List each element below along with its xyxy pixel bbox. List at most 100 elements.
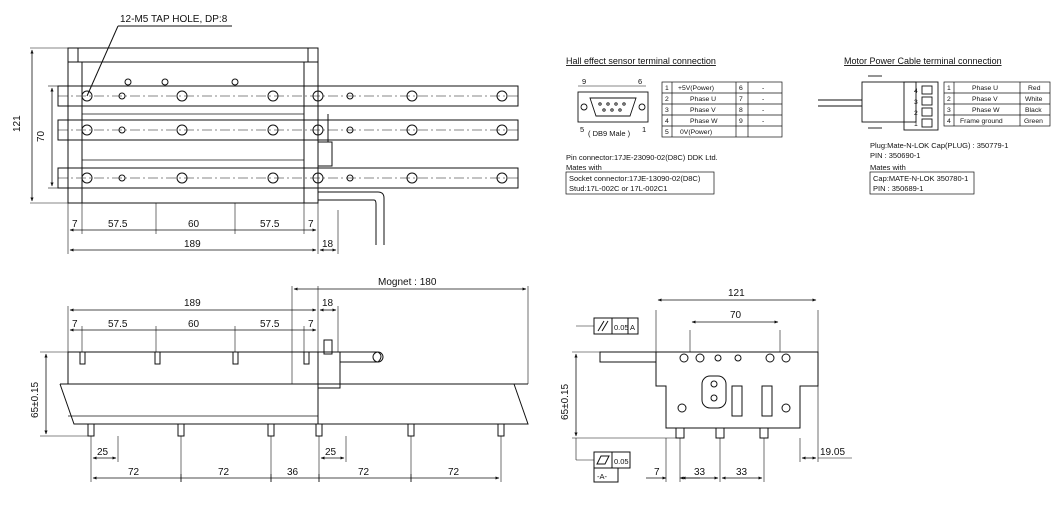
- end-dim-7: 7: [654, 467, 660, 478]
- side-dim-57-5-right: 57.5: [260, 319, 280, 330]
- side-pins: [79, 351, 310, 365]
- db9-pin-9: 9: [582, 77, 586, 86]
- side-dim-7-right: 7: [308, 319, 314, 330]
- motor-r3-c2: Phase W: [972, 107, 1000, 114]
- hall-r2-c2: Phase U: [690, 96, 716, 103]
- hall-socket: Socket connector:17JE-13090-02(D8C): [569, 174, 701, 183]
- end-dim-33-a: 33: [694, 467, 706, 478]
- pitch-72-b: 72: [218, 467, 230, 478]
- hall-r2-c3: 7: [739, 96, 743, 103]
- top-view-labels: 12-M5 TAP HOLE, DP:8 121 70 7 57.5 60 57…: [12, 14, 334, 250]
- motor-pin-1: 1: [914, 121, 918, 128]
- side-view-labels: Mognet : 180 189 18 7 57.5 60 57.5 7 65±…: [30, 277, 460, 478]
- parallel-tol-value: 0.05: [614, 323, 629, 332]
- dim-7-right: 7: [308, 219, 314, 230]
- hall-r4-c3: 9: [739, 118, 743, 125]
- motor-plug: Plug:Mate-N-LOK Cap(PLUG) : 350779-1: [870, 141, 1008, 150]
- hall-pin-connector: Pin connector:17JE-23090-02(D8C) DDK Ltd…: [566, 153, 718, 162]
- end-dim-33-b: 33: [736, 467, 748, 478]
- end-view-labels: 121 70 65±0.15 0.05 A 0.05 -A- 7 33 33 1…: [560, 288, 845, 481]
- hall-r3-c1: 3: [665, 107, 669, 114]
- rail-bolts: [87, 423, 505, 437]
- hall-r2-c4: -: [762, 96, 764, 103]
- side-total-length: 189: [184, 298, 201, 309]
- hall-stud: Stud:17L-002C or 17L-002C1: [569, 184, 667, 193]
- motor-pin-3: 3: [914, 99, 918, 106]
- hall-r1-c4: -: [762, 85, 764, 92]
- motor-r1-c1: 1: [947, 85, 951, 92]
- end-view: [572, 298, 852, 483]
- extra-length-label: 18: [322, 239, 334, 250]
- db9-label: ( DB9 Male ): [588, 129, 631, 138]
- motor-pin-2: 2: [914, 110, 918, 117]
- pitch-72-a: 72: [128, 467, 140, 478]
- end-profile: [655, 351, 819, 429]
- motor-connector-section: Motor Power Cable terminal connection 4 …: [818, 56, 1051, 195]
- hall-pin-table: [661, 81, 783, 138]
- motor-r1-c3: Red: [1028, 85, 1041, 92]
- hall-connector-section: Hall effect sensor terminal connection 9…: [565, 56, 783, 195]
- hall-r4-c1: 4: [665, 118, 669, 125]
- side-extra-length: 18: [322, 298, 334, 309]
- motor-r2-c1: 2: [947, 96, 951, 103]
- motor-r4-c1: 4: [947, 118, 951, 125]
- end-width-label: 121: [728, 288, 745, 299]
- height-inner-label: 70: [36, 130, 47, 142]
- hall-r3-c2: Phase V: [690, 107, 716, 114]
- hall-mates-with: Mates with: [566, 163, 602, 172]
- pitch-72-c: 72: [358, 467, 370, 478]
- hall-r3-c3: 8: [739, 107, 743, 114]
- parallel-tol-ref: A: [630, 323, 635, 332]
- height-outer-label: 121: [12, 115, 23, 132]
- hall-r4-c2: Phase W: [690, 118, 718, 125]
- db9-pin-6: 6: [638, 77, 642, 86]
- datum-label: -A-: [597, 472, 608, 481]
- db9-connector-icon: [577, 85, 649, 123]
- total-length-label: 189: [184, 239, 201, 250]
- top-view: [30, 25, 519, 254]
- motor-pin-number: PIN : 350690-1: [870, 151, 920, 160]
- hall-mates-box: [565, 171, 715, 195]
- carriage-outline: [67, 47, 319, 204]
- dim-7-left: 7: [72, 219, 78, 230]
- db9-pin-5: 5: [580, 125, 584, 134]
- side-dim-25-right: 25: [325, 447, 337, 458]
- dim-57-5-left: 57.5: [108, 219, 128, 230]
- flatness-tol-value: 0.05: [614, 457, 629, 466]
- db9-pin-1: 1: [642, 125, 646, 134]
- motor-cap-pin: PIN : 350689-1: [873, 184, 923, 193]
- hall-title: Hall effect sensor terminal connection: [566, 56, 716, 66]
- datum-frame: [593, 467, 619, 483]
- motor-plug-icon: [818, 75, 939, 131]
- pitch-36: 36: [287, 467, 299, 478]
- hall-r4-c4: -: [762, 118, 764, 125]
- motor-title: Motor Power Cable terminal connection: [844, 56, 1002, 66]
- motor-pin-rows: 1 Phase U Red 2 Phase V White 3 Phase W …: [947, 85, 1043, 125]
- motor-r4-c2: Frame ground: [960, 118, 1003, 125]
- end-dim-19-05: 19.05: [820, 447, 845, 458]
- motor-r2-c3: White: [1025, 96, 1043, 103]
- end-height-label: 65±0.15: [560, 383, 571, 420]
- side-dim-25-left: 25: [97, 447, 109, 458]
- carriage-side: [67, 351, 319, 385]
- hall-r5-c1: 5: [665, 129, 669, 136]
- motor-mates-with: Mates with: [870, 163, 906, 172]
- magnet-length-label: Mognet : 180: [378, 277, 437, 288]
- motor-r4-c3: Green: [1024, 118, 1043, 125]
- pitch-72-d: 72: [448, 467, 460, 478]
- end-inner-label: 70: [730, 310, 742, 321]
- side-dim-60: 60: [188, 319, 200, 330]
- motor-cap: Cap:MATE-N-LOK 350780-1: [873, 174, 968, 183]
- dim-60: 60: [188, 219, 200, 230]
- motor-r1-c2: Phase U: [972, 85, 998, 92]
- hall-r1-c1: 1: [665, 85, 669, 92]
- side-dim-57-5-left: 57.5: [108, 319, 128, 330]
- motor-r2-c2: Phase V: [972, 96, 998, 103]
- motor-pin-table: [943, 81, 1051, 127]
- motor-r3-c3: Black: [1025, 107, 1042, 114]
- tap-holes: [81, 90, 279, 184]
- hall-r1-c2: +5V(Power): [678, 85, 714, 92]
- rail-holes: [124, 78, 508, 184]
- motor-r3-c1: 3: [947, 107, 951, 114]
- side-height-label: 65±0.15: [30, 381, 41, 418]
